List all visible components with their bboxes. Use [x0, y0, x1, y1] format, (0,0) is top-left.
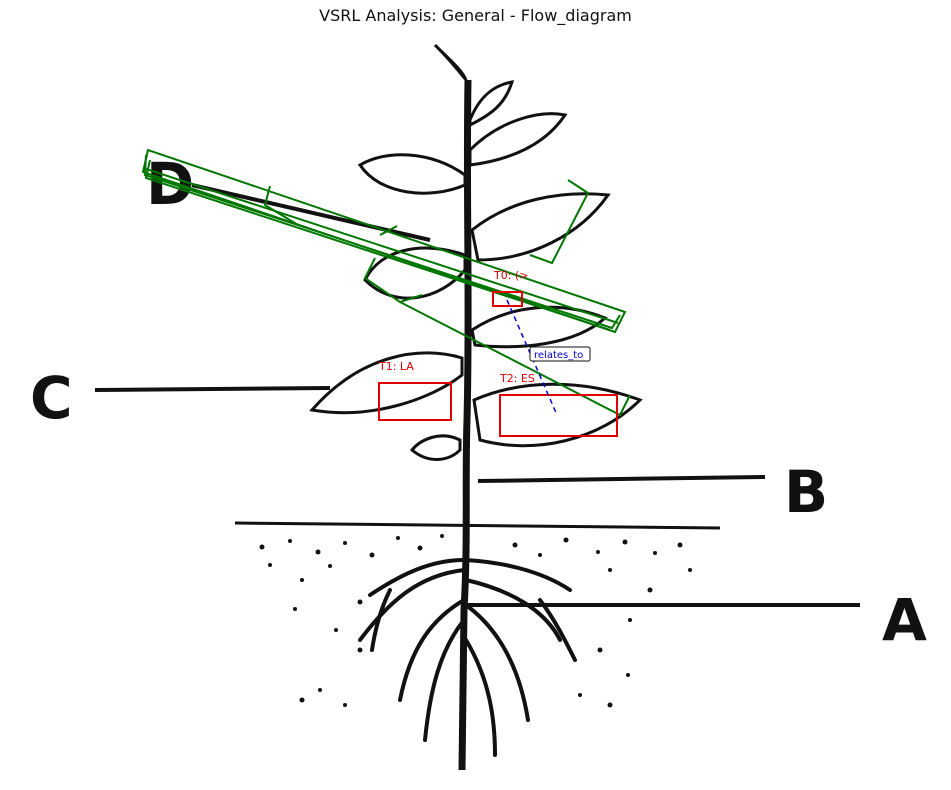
- stem: [458, 79, 472, 771]
- annotation-boxes: [378, 291, 618, 437]
- pointer-lines: [94, 183, 860, 607]
- relation-badge: [529, 346, 591, 362]
- part-label-c: C: [30, 364, 73, 432]
- box-t0: [492, 291, 523, 307]
- soil-line: [234, 521, 721, 530]
- box-t1: [378, 382, 452, 421]
- relation-label: relates_to: [534, 350, 583, 361]
- label-t0: T0: (>: [493, 269, 528, 282]
- box-t2: [499, 394, 618, 437]
- roots: [358, 558, 577, 757]
- label-t1: T1: LA: [378, 360, 414, 373]
- part-label-b: B: [784, 458, 828, 526]
- relation-line: [506, 299, 558, 416]
- chart-title: VSRL Analysis: General - Flow_diagram: [319, 6, 632, 25]
- part-label-a: A: [882, 586, 927, 654]
- highlight-overlay: [141, 148, 631, 417]
- leaves: [309, 43, 643, 461]
- soil-dots: [259, 534, 692, 708]
- label-t2: T2: ES: [499, 372, 535, 385]
